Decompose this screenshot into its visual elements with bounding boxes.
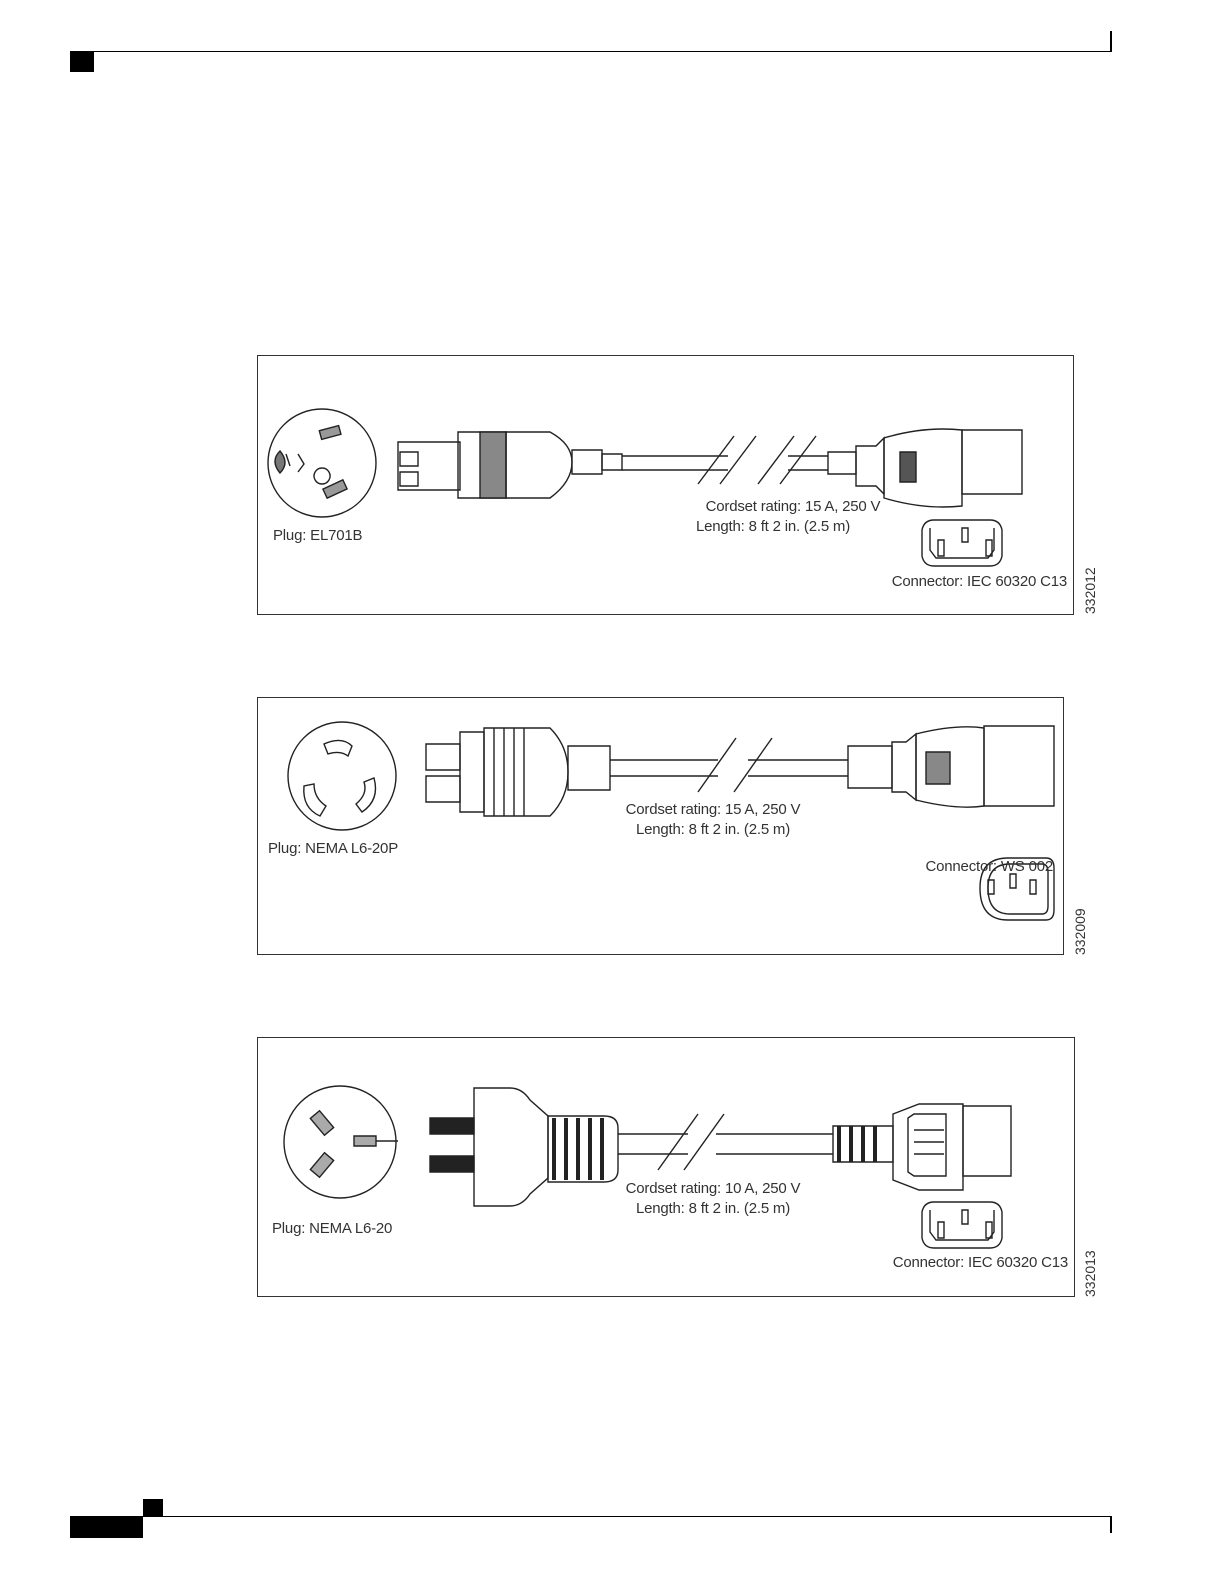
power-cord-drawing xyxy=(258,356,1075,616)
cable-icon xyxy=(618,1114,833,1170)
footer-end-tick xyxy=(1110,1517,1112,1533)
connector-face-icon xyxy=(922,520,1002,566)
connector-body-icon xyxy=(833,1104,1011,1190)
header-marker xyxy=(70,52,94,72)
footer-marker-tab xyxy=(143,1499,163,1516)
plug-body-icon xyxy=(398,432,622,498)
cordset-rating: Cordset rating: 15 A, 250 V xyxy=(705,498,881,515)
header-rule xyxy=(70,51,1112,52)
connector-label: Connector: WS 002 xyxy=(925,858,1054,875)
cord-length: Length: 8 ft 2 in. (2.5 m) xyxy=(695,518,851,535)
cord-length: Length: 8 ft 2 in. (2.5 m) xyxy=(635,821,791,838)
connector-label: Connector: IEC 60320 C13 xyxy=(892,1254,1069,1271)
header-end-tick xyxy=(1110,31,1112,52)
power-cord-drawing xyxy=(258,698,1065,956)
plug-label: Plug: NEMA L6-20 xyxy=(272,1220,393,1237)
figure-id: 332009 xyxy=(1072,908,1088,955)
connector-face-icon xyxy=(922,1202,1002,1248)
power-cord-figure-el701b: Plug: EL701B Cordset rating: 15 A, 250 V… xyxy=(257,355,1074,615)
plug-face-icon xyxy=(288,722,396,830)
plug-body-icon xyxy=(430,1088,618,1206)
connector-body-icon xyxy=(848,726,1054,807)
footer-marker-block xyxy=(70,1516,143,1538)
figure-id: 332013 xyxy=(1082,1250,1098,1297)
cord-length: Length: 8 ft 2 in. (2.5 m) xyxy=(635,1200,791,1217)
plug-face-icon xyxy=(284,1086,398,1198)
cordset-rating: Cordset rating: 10 A, 250 V xyxy=(625,1180,801,1197)
connector-body-icon xyxy=(828,429,1022,507)
cordset-rating: Cordset rating: 15 A, 250 V xyxy=(625,801,801,818)
footer-rule xyxy=(70,1516,1112,1517)
plug-label: Plug: EL701B xyxy=(273,527,363,544)
plug-body-icon xyxy=(426,728,610,816)
connector-face-icon xyxy=(980,858,1054,920)
cable-icon xyxy=(622,436,828,484)
connector-label: Connector: IEC 60320 C13 xyxy=(891,573,1068,590)
power-cord-figure-nema-l6-20: Plug: NEMA L6-20 Cordset rating: 10 A, 2… xyxy=(257,1037,1075,1297)
power-cord-figure-nema-l6-20p: Plug: NEMA L6-20P Cordset rating: 15 A, … xyxy=(257,697,1064,955)
figure-id: 332012 xyxy=(1082,567,1098,614)
power-cord-drawing xyxy=(258,1038,1076,1298)
cable-icon xyxy=(610,738,848,792)
plug-label: Plug: NEMA L6-20P xyxy=(268,840,399,857)
plug-face-icon xyxy=(268,409,376,517)
